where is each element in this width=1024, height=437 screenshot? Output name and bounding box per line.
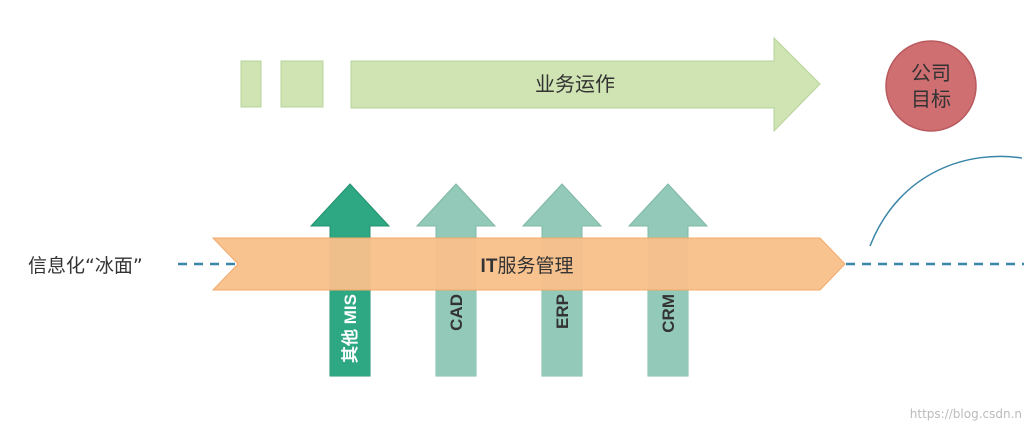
company-goal-label-line2: 目标 (911, 87, 951, 111)
business-operation-arrow (350, 36, 821, 133)
system-arrows-lower-group: 其他 MIS CAD ERP CRM (330, 291, 688, 376)
it-prefix: IT (481, 256, 498, 277)
arrow-other-mis-label: 其他 MIS (340, 294, 360, 363)
watermark: https://blog.csdn.n (910, 407, 1022, 421)
arrow-erp-label: ERP (553, 294, 572, 329)
business-block-medium (280, 60, 324, 108)
arrow-cad-shaft (436, 291, 476, 376)
company-goal-circle (885, 40, 977, 132)
business-block-small (240, 60, 262, 108)
arrow-crm-shaft (648, 291, 688, 376)
arrow-crm-label: CRM (659, 294, 678, 333)
it-service-management-label: IT服务管理 (481, 255, 574, 277)
it-service-management-band (211, 237, 846, 291)
arrow-erp-shaft (542, 291, 582, 376)
ice-arc (869, 155, 1023, 247)
arrow-cad-label: CAD (447, 294, 466, 331)
ice-surface-label: 信息化“冰面” (28, 255, 143, 277)
business-operation-label: 业务运作 (535, 72, 615, 96)
arrow-other-mis-shaft (330, 291, 370, 376)
it-label: 服务管理 (497, 255, 573, 277)
company-goal-label-line1: 公司 (911, 61, 951, 85)
